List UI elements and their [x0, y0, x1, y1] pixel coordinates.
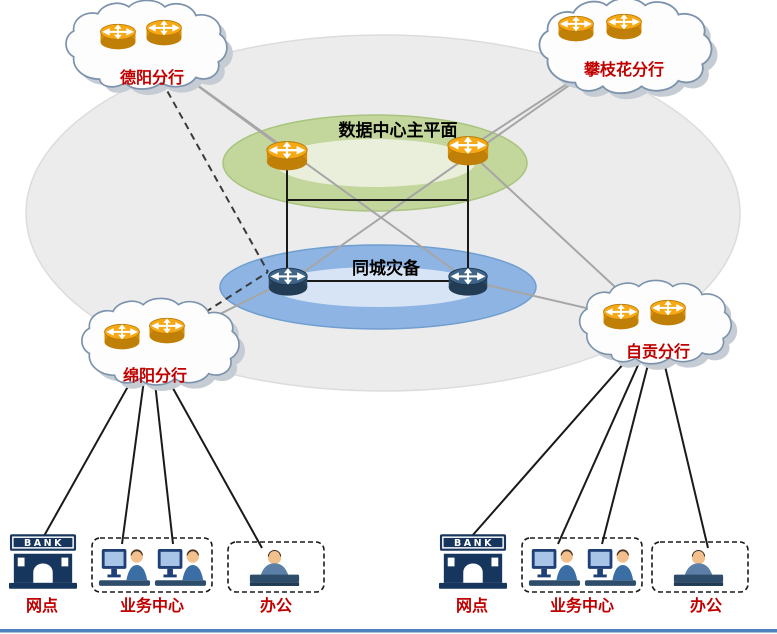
dr-ring: [219, 244, 537, 330]
deyang-router2-icon: [146, 19, 182, 46]
zigong-router-icon: [603, 303, 639, 330]
dashed-links: [149, 59, 269, 339]
bank-sign-text: BANK: [454, 538, 494, 549]
mianyang-label: 绵阳分行: [123, 366, 187, 385]
main-plane-label: 数据中心主平面: [339, 120, 458, 141]
site-label-office-right: 办公: [690, 596, 722, 615]
site-group-right: [438, 533, 749, 593]
dr-router-left-icon: [268, 267, 308, 297]
bottom-border: [0, 629, 777, 633]
link-mianyang-biz1: [121, 364, 147, 545]
dr-router-right-icon: [448, 267, 488, 297]
office-user-icon: [249, 550, 300, 586]
pc-user-icon: [98, 548, 151, 586]
link-deyang-dr-dashed: [149, 59, 269, 273]
site-label-bank-right: 网点: [456, 596, 488, 615]
site-label-business-right: 业务中心: [550, 596, 614, 615]
link-mianyang-biz2: [152, 364, 174, 545]
link-mianyang-dr-dashed: [164, 271, 269, 339]
pc-user-icon: [584, 548, 637, 586]
link-mianyang-office: [159, 364, 263, 549]
site-label-office-left: 办公: [260, 596, 292, 615]
core-links: [286, 156, 469, 282]
bank-sign-text: BANK: [24, 538, 64, 549]
pc-user-icon: [154, 548, 207, 586]
office-box: [227, 541, 325, 593]
link-zigong-bank: [471, 344, 641, 537]
pc-user-icon: [528, 548, 581, 586]
business-center-box: [91, 537, 213, 593]
deyang-router-icon: [100, 23, 136, 50]
deyang-label: 德阳分行: [120, 68, 184, 87]
panzhihua-router-icon: [558, 15, 594, 42]
business-center-box: [521, 537, 643, 593]
dr-label: 同城灾备: [352, 258, 421, 279]
office-box: [651, 541, 749, 593]
zigong-label: 自贡分行: [626, 342, 690, 361]
office-user-icon: [673, 550, 724, 586]
zigong-router2-icon: [650, 299, 686, 326]
link-zigong-biz1: [557, 344, 648, 545]
link-mianyang-bank: [43, 364, 141, 537]
link-zigong-office: [659, 344, 709, 549]
link-zigong-biz2: [601, 344, 654, 545]
panzhihua-label: 攀枝花分行: [583, 60, 664, 79]
site-label-business-left: 业务中心: [120, 596, 184, 615]
mianyang-router2-icon: [149, 317, 185, 344]
mainplane-router-left-icon: [266, 141, 308, 171]
site-label-bank-left: 网点: [26, 596, 58, 615]
site-group-left: [8, 533, 325, 593]
site-links: [43, 344, 709, 549]
main-plane-ring: [222, 114, 528, 212]
panzhihua-router2-icon: [606, 13, 642, 40]
mianyang-router-icon: [104, 323, 140, 350]
